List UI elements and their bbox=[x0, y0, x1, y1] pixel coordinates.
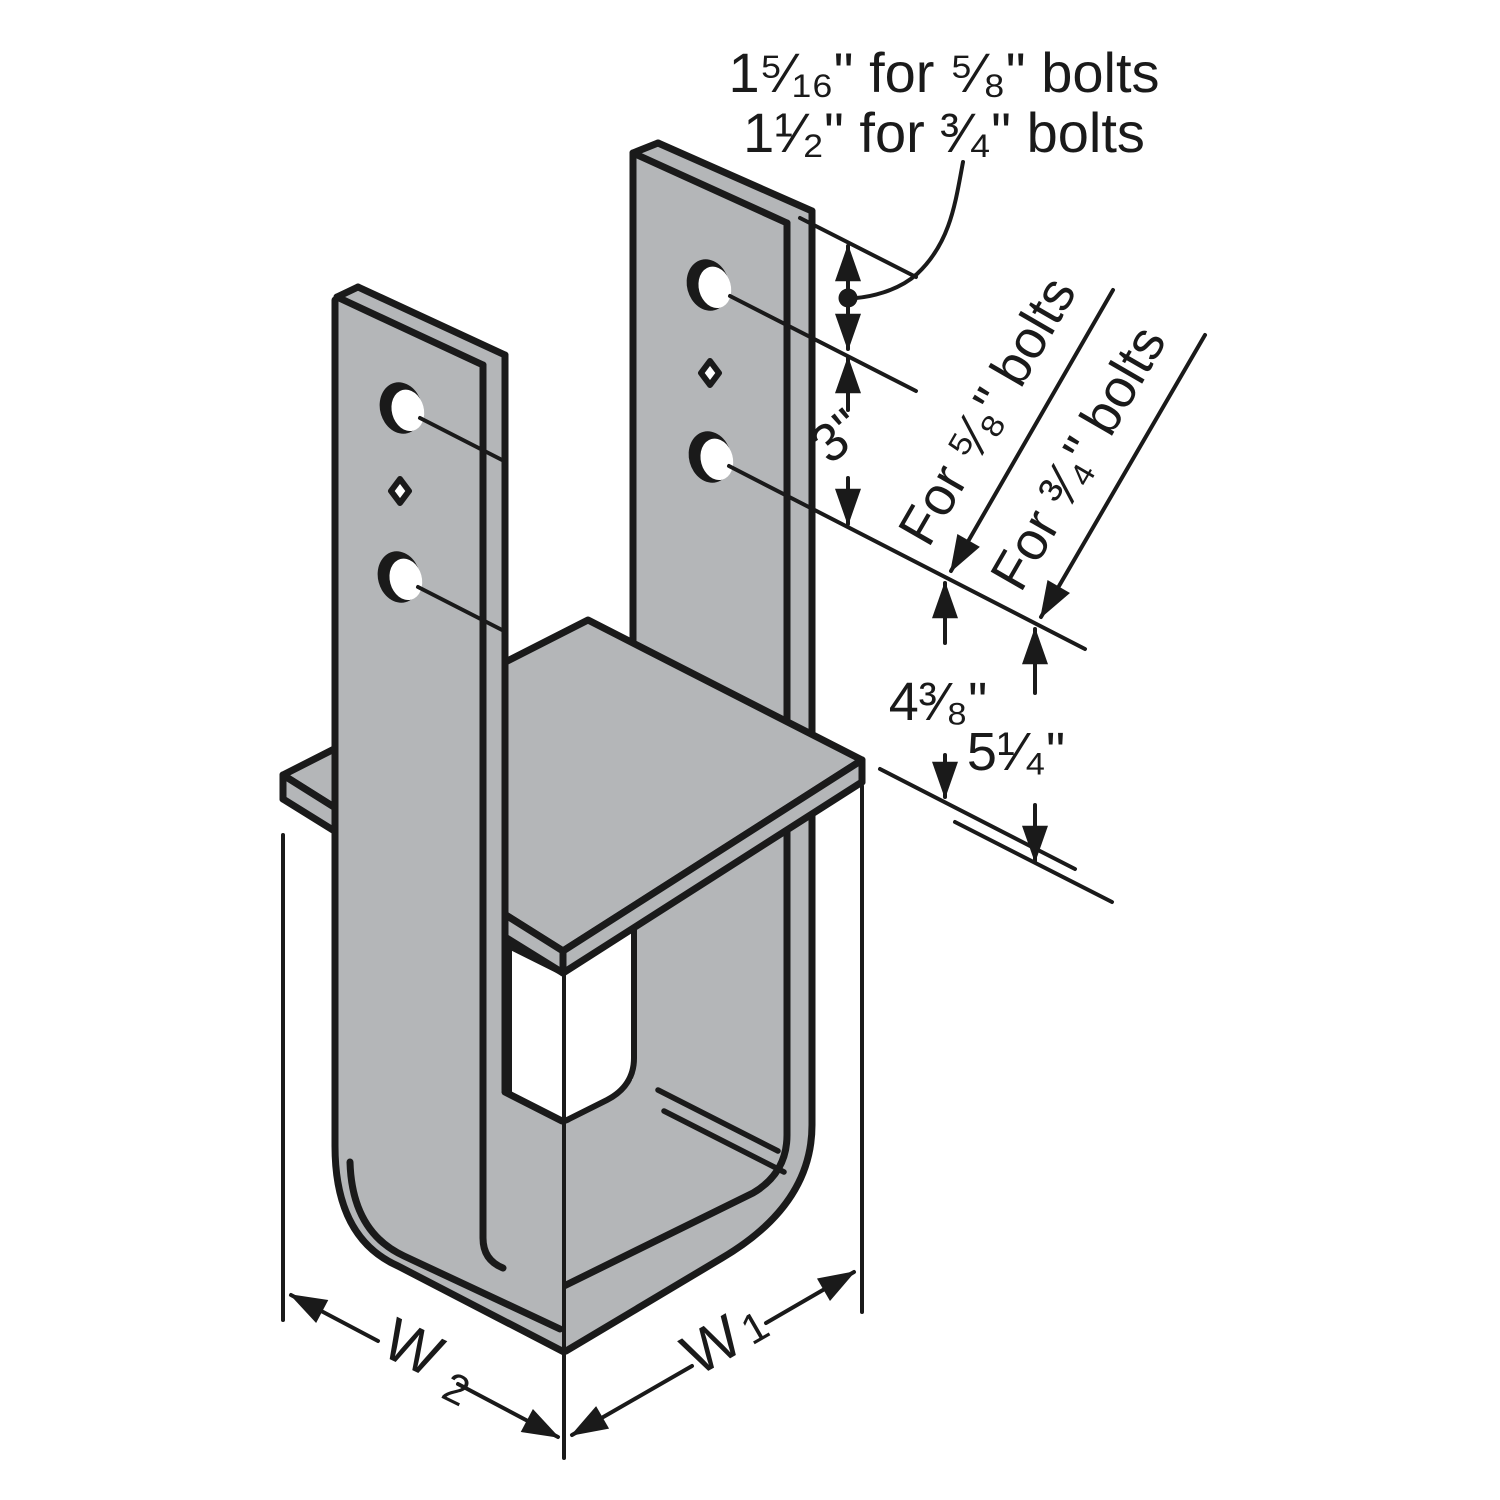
top-note: 1⁵⁄₁₆" for ⁵⁄₈" bolts 1¹⁄₂" for ³⁄₄" bol… bbox=[728, 41, 1159, 164]
left-wall-outer-edge bbox=[331, 296, 568, 1356]
left-strap-top-corner bbox=[333, 283, 362, 301]
lower-left-hole-reference-line bbox=[416, 585, 508, 634]
w1-left-arrow bbox=[570, 1364, 694, 1437]
right-strap-holes bbox=[686, 259, 734, 483]
leader-line-58 bbox=[949, 288, 1115, 573]
right-strap-back-top-edge bbox=[654, 139, 816, 215]
seat-dimension-34-label: 5¹⁄₄" bbox=[967, 722, 1065, 782]
seat-dimension-58-label: 4³⁄₈" bbox=[889, 672, 988, 732]
edge-distance-dimension bbox=[835, 160, 965, 351]
w2-label: W bbox=[373, 1305, 454, 1390]
w1-right-arrow bbox=[764, 1270, 856, 1325]
seat-extension-line-58 bbox=[878, 767, 1077, 871]
bolt-hole-upper-left bbox=[379, 382, 425, 434]
left-wall-inner-rim bbox=[346, 1158, 564, 1333]
seat-dimension-34: 5¹⁄₄" bbox=[967, 627, 1065, 863]
note-leader-curve bbox=[854, 160, 965, 300]
left-strap-top-edge bbox=[333, 293, 487, 369]
bolt-hole-upper-right bbox=[686, 259, 732, 311]
seat-dimension-58: 4³⁄₈" bbox=[889, 581, 988, 799]
bend-lines bbox=[655, 1087, 787, 1175]
upper-hole-extension-line bbox=[728, 294, 918, 393]
top-note-line1: 1⁵⁄₁₆" for ⁵⁄₈" bolts bbox=[728, 41, 1159, 104]
left-strap-holes bbox=[377, 382, 508, 634]
left-strap-back-top-edge bbox=[354, 283, 509, 359]
right-strap-top-corner bbox=[629, 139, 662, 157]
w2-left-arrow bbox=[289, 1293, 380, 1343]
bolt-hole-lower-right bbox=[688, 431, 734, 483]
bolt-size-leaders: For ⁵⁄₈" bolts For ³⁄₄" bolts bbox=[887, 267, 1207, 619]
left-flange-inner-edge bbox=[501, 1088, 566, 1125]
w2-right-arrow bbox=[456, 1382, 560, 1439]
upper-left-hole-reference-line bbox=[418, 416, 508, 464]
lower-hole-extension-line bbox=[727, 464, 1087, 651]
leader-line-34 bbox=[1039, 333, 1207, 619]
diamond-hole-left bbox=[388, 476, 412, 506]
top-note-line2: 1¹⁄₂" for ³⁄₄" bolts bbox=[743, 101, 1145, 164]
left-strap-band-front-line bbox=[479, 361, 507, 1272]
bolt-hole-lower-left bbox=[377, 551, 423, 603]
right-wall-outer-edge bbox=[562, 207, 816, 1355]
leader-dot bbox=[838, 288, 858, 308]
right-strap-top-edge bbox=[629, 149, 791, 227]
strap-top-extension-line bbox=[798, 216, 918, 279]
diamond-hole-right bbox=[698, 358, 722, 388]
